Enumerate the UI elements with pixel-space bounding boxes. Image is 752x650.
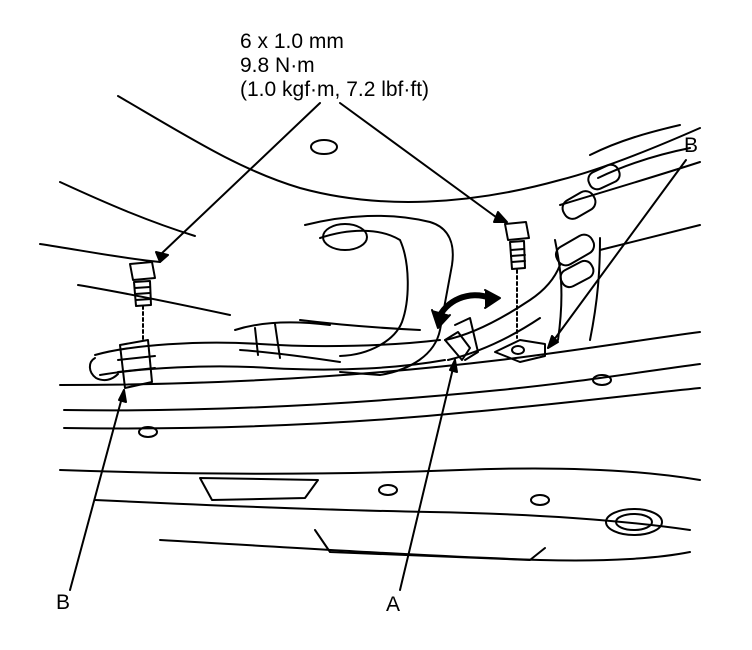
floor-panel-outline: [39, 95, 701, 331]
exhaust-assembly: [234, 214, 454, 376]
spec-leader-lines: [155, 102, 508, 263]
torque-alt-label: (1.0 kgf·m, 7.2 lbf·ft): [240, 78, 430, 101]
clamp-a: [444, 317, 479, 361]
clamp-b-left: [88, 339, 156, 389]
callout-b-bottom: B: [56, 591, 71, 614]
callout-b-top: B: [684, 134, 699, 157]
fuel-line: [94, 264, 561, 376]
rotate-arrow: [431, 289, 501, 329]
fuel-hoses: [554, 124, 691, 341]
bolt-left: [129, 261, 156, 341]
clamp-b-right: [494, 339, 546, 363]
subframe: [59, 331, 701, 562]
bolt-size-label: 6 x 1.0 mm: [240, 30, 344, 53]
torque-spec: 6 x 1.0 mm 9.8 N·m (1.0 kgf·m, 7.2 lbf·f…: [240, 30, 429, 102]
bolt-right: [504, 221, 530, 339]
callout-leaders: [69, 159, 687, 591]
torque-nm-label: 9.8 N·m: [240, 54, 315, 77]
callout-a: A: [386, 593, 401, 616]
